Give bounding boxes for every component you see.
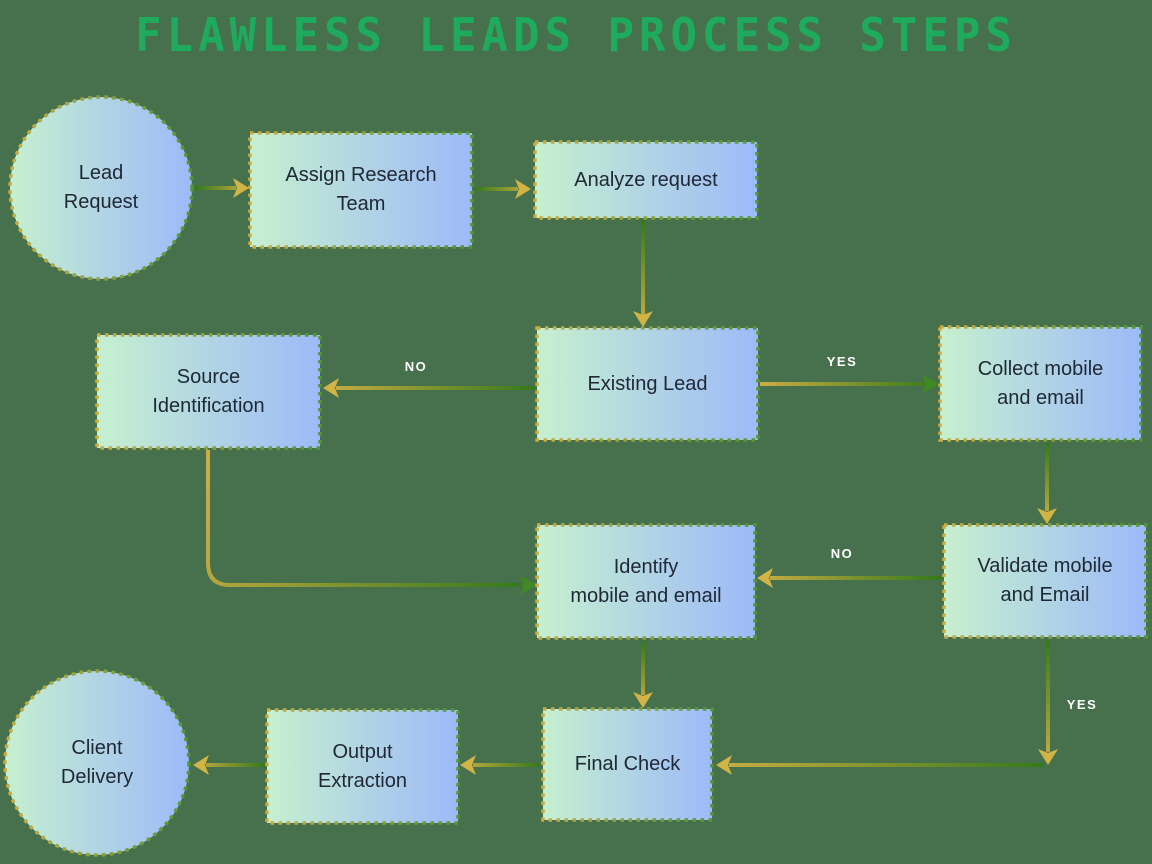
node-lead-request-shape bbox=[8, 95, 194, 281]
arrow-output-to-client bbox=[193, 755, 265, 775]
node-existing-lead-shape bbox=[535, 326, 760, 442]
arrow-assign-to-analyze bbox=[475, 179, 531, 199]
arrow-identify-to-final bbox=[633, 641, 653, 708]
page-title: FLAWLESS LEADS PROCESS STEPS bbox=[135, 8, 1017, 63]
node-assign-research-team-shape bbox=[248, 131, 474, 249]
arrow-validate-to-final-yes bbox=[716, 640, 1058, 775]
node-validate-mobile-email-shape bbox=[942, 523, 1148, 639]
arrow-source-to-identify bbox=[206, 450, 536, 595]
node-client-delivery-shape bbox=[3, 669, 191, 857]
arrow-lead-to-assign bbox=[196, 178, 249, 198]
arrow-existing-to-collect-yes bbox=[760, 374, 938, 394]
arrow-existing-to-source-no bbox=[323, 378, 535, 398]
node-identify-mobile-email-shape bbox=[535, 523, 757, 640]
node-analyze-request-shape bbox=[533, 140, 759, 220]
arrow-final-to-output bbox=[460, 755, 540, 775]
node-final-check-shape bbox=[541, 707, 714, 822]
arrow-analyze-to-existing bbox=[633, 220, 653, 327]
node-output-extraction-shape bbox=[265, 708, 460, 825]
arrow-collect-to-validate bbox=[1037, 443, 1057, 524]
arrow-validate-to-identify-no bbox=[757, 568, 941, 588]
node-source-identification-shape bbox=[95, 333, 322, 450]
node-collect-mobile-email-shape bbox=[938, 325, 1143, 442]
